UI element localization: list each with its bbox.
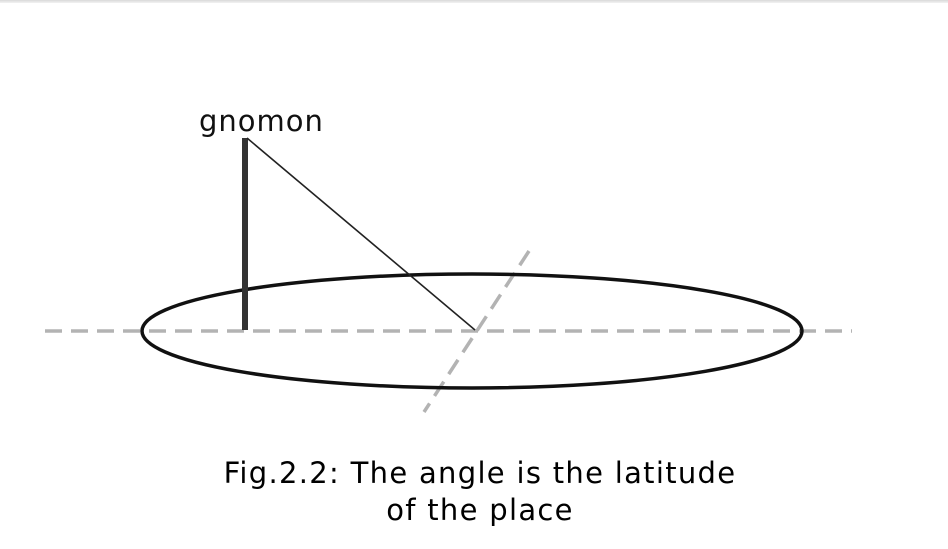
horizon-ellipse bbox=[140, 272, 804, 390]
caption-line-2: of the place bbox=[386, 493, 574, 527]
top-edge-shadow bbox=[0, 0, 948, 3]
gnomon-sight-line bbox=[246, 137, 476, 331]
gnomon-label: gnomon bbox=[199, 104, 324, 138]
caption-line-1: Fig.2.2: The angle is the latitude bbox=[223, 456, 737, 490]
sundial-diagram: gnomon bbox=[45, 104, 852, 413]
slanted-dashed-guide bbox=[422, 250, 531, 413]
figure-caption: Fig.2.2: The angle is the latitude of th… bbox=[0, 455, 948, 529]
